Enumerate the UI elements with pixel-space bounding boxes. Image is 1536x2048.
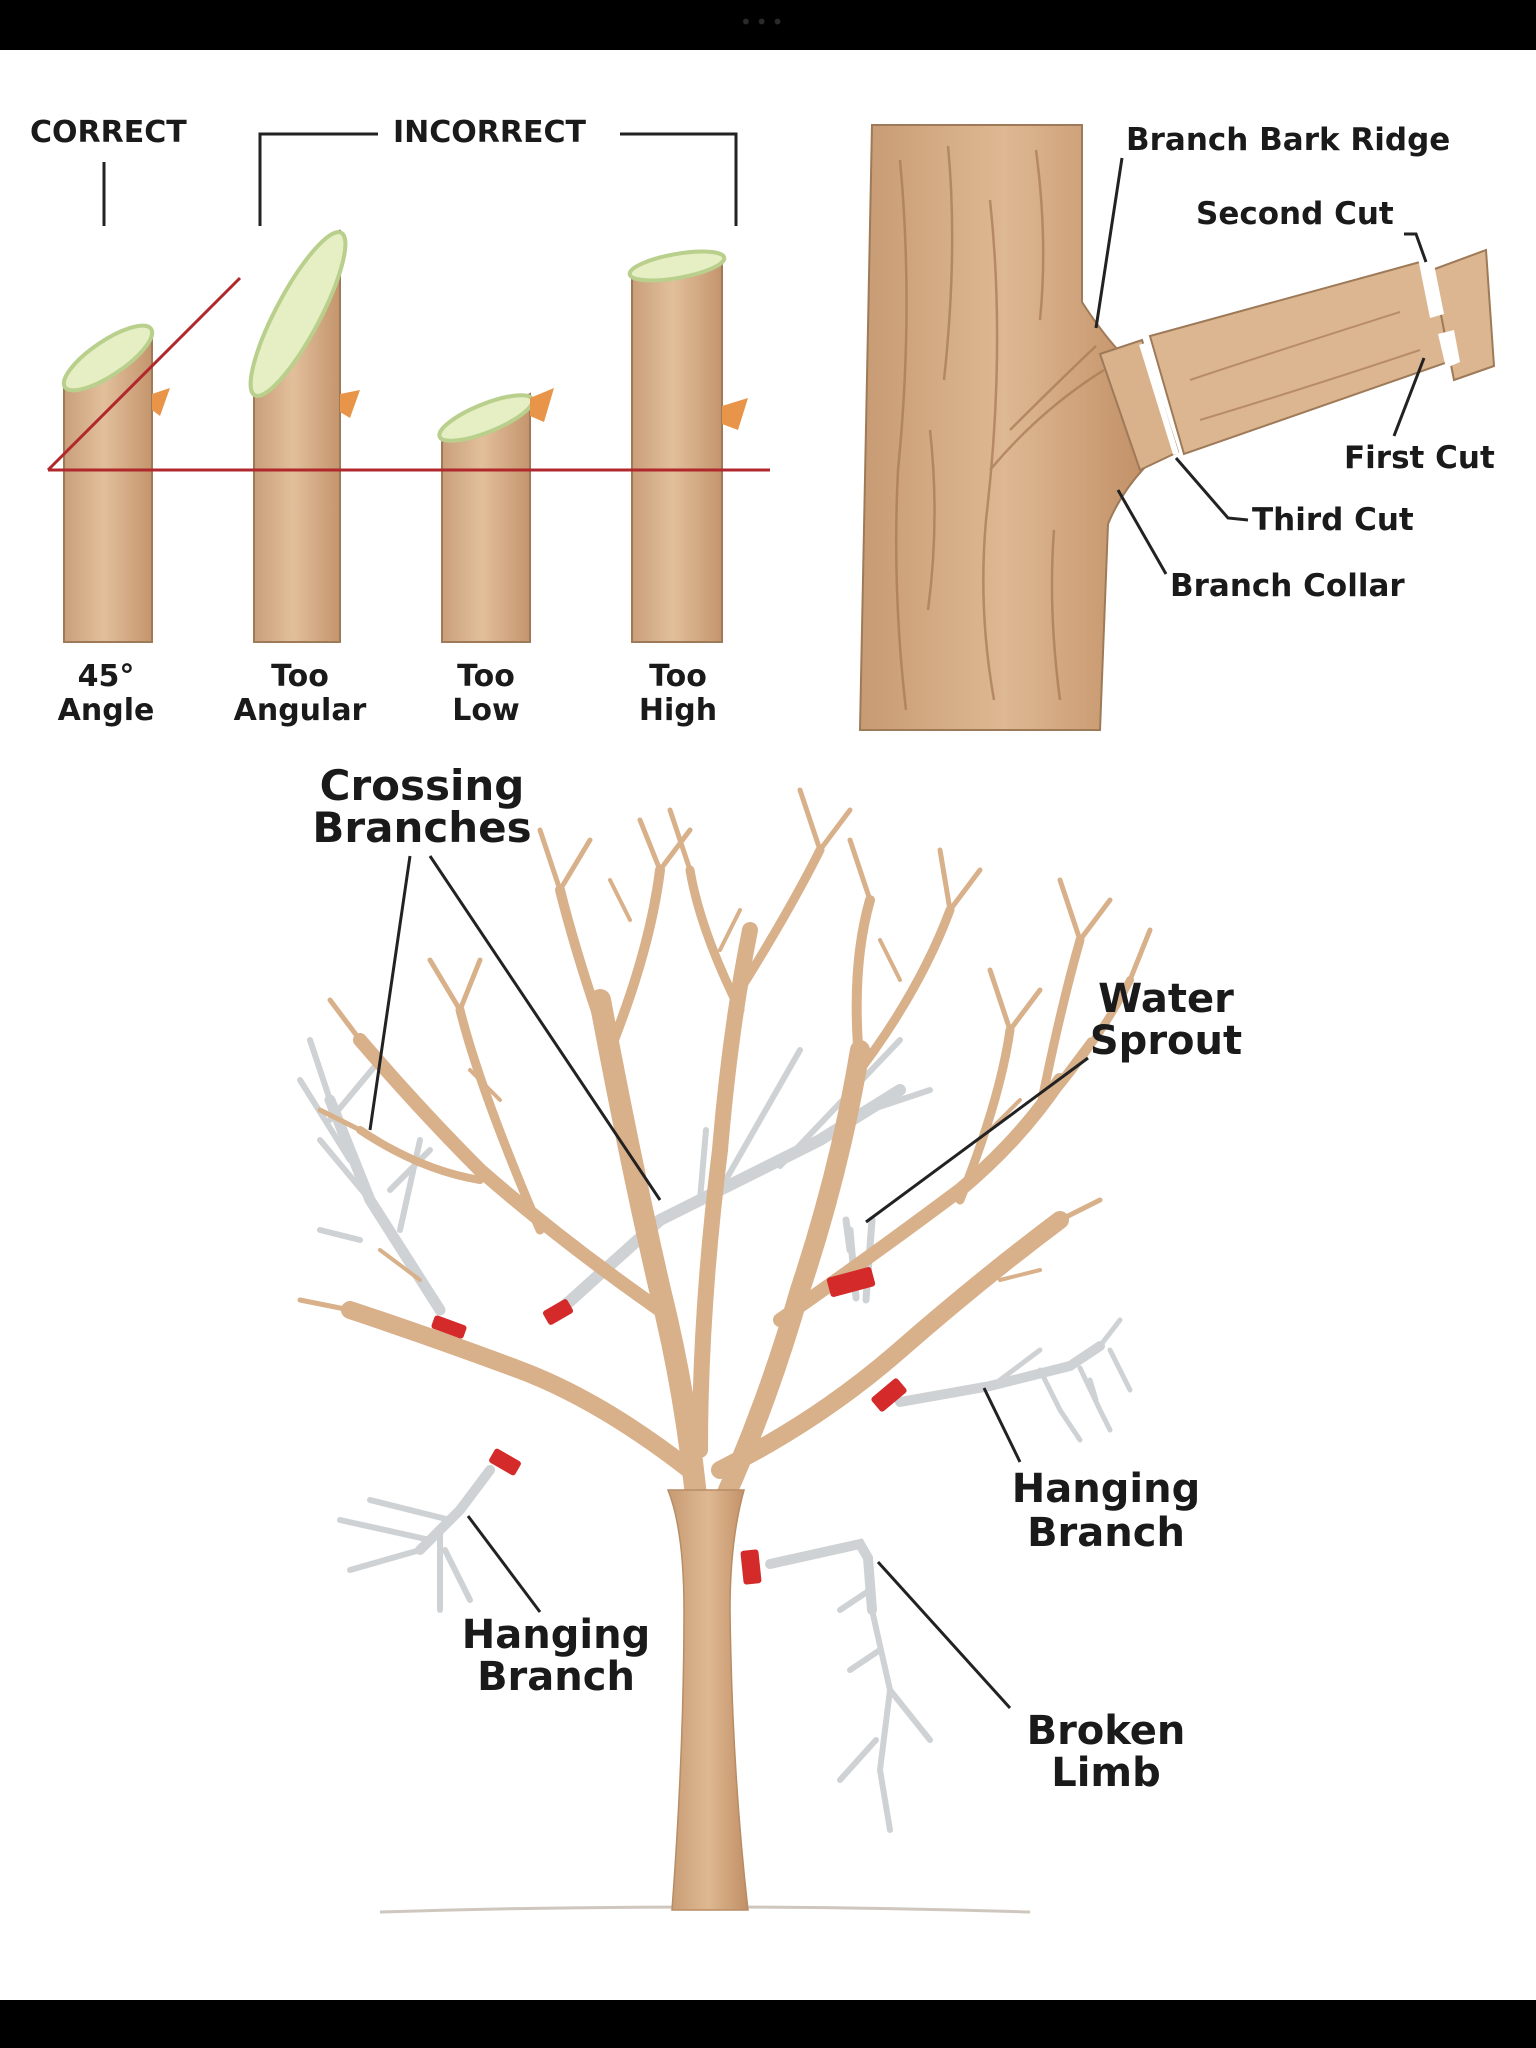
- caption-low-line2: Low: [452, 693, 519, 728]
- bottom-bar: [0, 2000, 1536, 2048]
- label-broken-line2: Limb: [1051, 1750, 1161, 1796]
- cut-mark-icon: [871, 1378, 907, 1412]
- stem-too-angular: [248, 229, 360, 643]
- leader-first-cut: [1392, 357, 1426, 437]
- leader-water-sprout: [865, 1056, 1089, 1224]
- label-branch-bark-ridge: Branch Bark Ridge: [1126, 122, 1450, 158]
- angle-45-line: [46, 276, 242, 472]
- cut-mark-icon: [431, 1315, 467, 1339]
- leader-broken-limb: [876, 1560, 1012, 1710]
- cut-mark-icon: [489, 1448, 521, 1476]
- leader-branch-bark-ridge: [1094, 157, 1124, 329]
- label-hanging-right-line1: Hanging: [1012, 1466, 1200, 1512]
- label-hanging-left-line2: Branch: [477, 1654, 635, 1700]
- caption-angular-line1: Too: [271, 659, 329, 694]
- bud-icon: [530, 388, 554, 422]
- leader-second-cut: [1404, 232, 1428, 263]
- label-hanging-left-line1: Hanging: [462, 1612, 650, 1658]
- tree-branches: [297, 787, 1153, 1560]
- label-water-line1: Water: [1098, 976, 1234, 1022]
- cut-mark-icon: [826, 1267, 876, 1297]
- label-broken-line1: Broken: [1027, 1708, 1186, 1754]
- incorrect-header: INCORRECT: [393, 115, 587, 150]
- cut-types-panel: CORRECT INCORRECT: [30, 115, 770, 728]
- tree-trunk: [666, 1489, 749, 1911]
- leader-hanging-right: [982, 1387, 1022, 1463]
- caption-low-line1: Too: [457, 659, 515, 694]
- label-first-cut: First Cut: [1344, 440, 1495, 476]
- bark-texture: [894, 145, 1105, 711]
- leader-hanging-left: [466, 1515, 542, 1613]
- leader-crossing-left: [368, 855, 412, 1131]
- pruning-diagram: CORRECT INCORRECT: [0, 50, 1536, 2000]
- tree-panel: Crossing Branches Water Sprout Hanging B…: [297, 761, 1242, 1914]
- top-bar: •••: [0, 0, 1536, 50]
- removed-branches: [297, 1037, 1133, 1833]
- label-branch-collar: Branch Collar: [1170, 568, 1405, 604]
- caption-high-line1: Too: [649, 659, 707, 694]
- menu-dots-icon: •••: [740, 10, 788, 34]
- incorrect-bracket-right: [620, 132, 738, 226]
- label-third-cut: Third Cut: [1252, 502, 1414, 538]
- label-crossing-line2: Branches: [312, 803, 531, 852]
- bud-icon: [722, 398, 748, 430]
- cut-mark-icon: [740, 1549, 762, 1585]
- third-cut-gap: [1139, 343, 1179, 455]
- branch-texture: [1189, 311, 1421, 421]
- caption-45-line2: Angle: [58, 693, 155, 728]
- stem-45-angle: [61, 323, 170, 643]
- caption-angular-line2: Angular: [234, 693, 367, 728]
- first-cut-notch: [1438, 330, 1460, 368]
- label-second-cut: Second Cut: [1196, 196, 1394, 232]
- branch-segment: [1148, 260, 1450, 456]
- three-cut-panel: Branch Bark Ridge Second Cut First Cut T…: [858, 122, 1496, 731]
- cut-mark-icon: [542, 1299, 574, 1325]
- caption-high-line2: High: [639, 693, 717, 728]
- correct-header: CORRECT: [30, 115, 187, 150]
- stem-too-low: [437, 388, 554, 643]
- diagram-svg: CORRECT INCORRECT: [30, 115, 1496, 1914]
- leader-branch-collar: [1116, 489, 1168, 575]
- caption-45-line1: 45°: [78, 659, 135, 694]
- second-cut-notch: [1418, 254, 1444, 318]
- bud-icon: [152, 388, 170, 416]
- label-water-line2: Sprout: [1090, 1018, 1242, 1064]
- label-hanging-right-line2: Branch: [1027, 1510, 1185, 1556]
- leader-third-cut: [1174, 457, 1249, 522]
- label-crossing-line1: Crossing: [320, 761, 525, 810]
- stem-too-high: [627, 249, 748, 643]
- leader-crossing-right: [428, 855, 662, 1201]
- cut-marks: [431, 1267, 907, 1585]
- incorrect-bracket-left: [258, 132, 378, 226]
- bud-icon: [340, 390, 360, 418]
